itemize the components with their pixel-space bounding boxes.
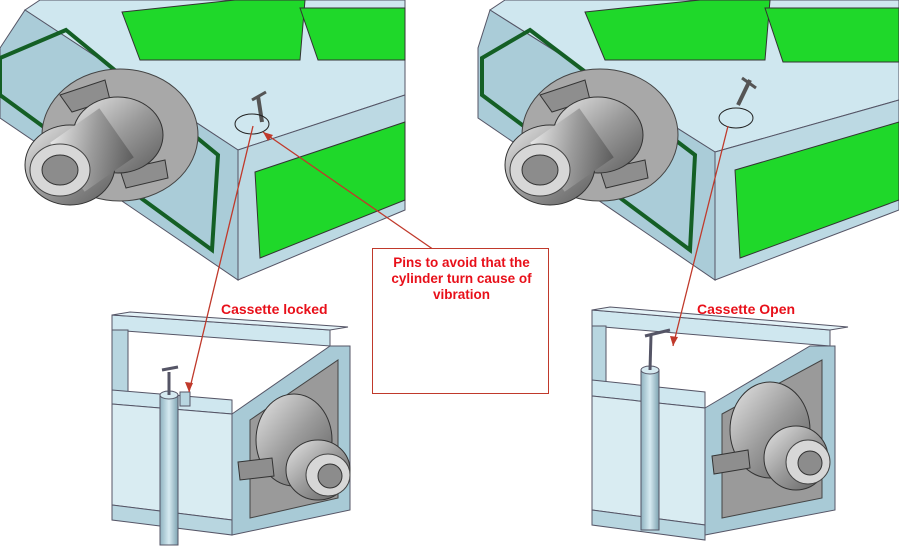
arrow-head (263, 132, 273, 141)
arrow-head (185, 382, 193, 392)
locking-cylinder-open (640, 328, 671, 531)
arrow-head (670, 336, 678, 346)
callout-box: Pins to avoid that the cylinder turn cau… (372, 248, 549, 394)
bottom-right-frame-open (591, 306, 849, 541)
locking-pin-top-right (718, 76, 757, 129)
top-left-cassette-view (0, 0, 406, 281)
leader-line (188, 125, 254, 393)
callout-text: Pins to avoid that the cylinder turn cau… (391, 255, 532, 302)
cassette-open-label: Cassette Open (697, 301, 796, 317)
green-panel (299, 7, 406, 61)
green-panel (734, 121, 899, 259)
top-right-cassette-view (477, 0, 899, 281)
leader-line (262, 131, 438, 253)
leader-line (672, 125, 729, 347)
annotation-leaders (188, 125, 729, 393)
green-panel (584, 0, 771, 61)
green-panel (121, 0, 306, 61)
green-panel (764, 7, 899, 63)
green-panel (254, 121, 406, 259)
locking-cylinder-locked (159, 365, 191, 546)
locking-pin-top-left (234, 90, 270, 135)
bottom-left-frame-locked (111, 311, 351, 546)
cassette-locked-label: Cassette locked (221, 301, 328, 317)
